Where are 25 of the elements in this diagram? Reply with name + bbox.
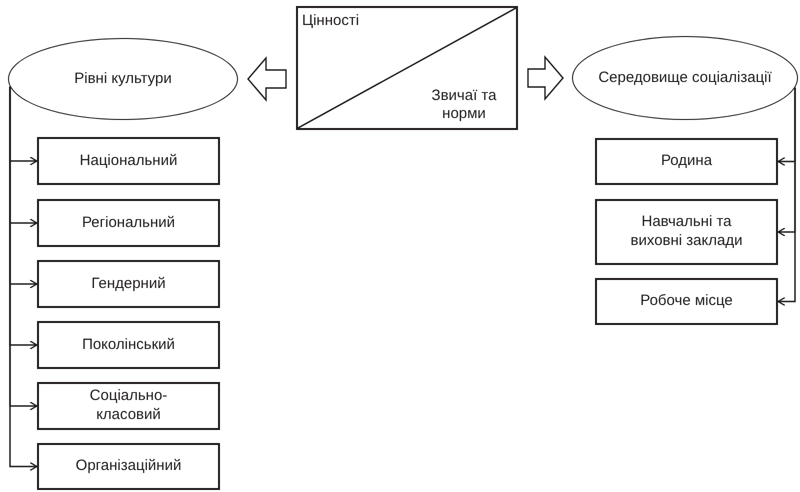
process-box [37, 199, 220, 247]
node-label: Організаційний [76, 457, 182, 476]
node-label: Рівні культури [74, 70, 172, 88]
block-arrow [527, 55, 564, 101]
node-label: Навчальні та виховні заклади [630, 213, 744, 251]
node-label: Поколінський [82, 336, 175, 354]
process-box [595, 278, 778, 325]
node-label: Робоче місце [640, 292, 733, 311]
node-label: Національний [80, 152, 178, 170]
node-label: Середовище соціалізації [598, 68, 772, 88]
process-box [595, 138, 778, 185]
box-text: Цінності [302, 12, 360, 31]
process-box [595, 199, 778, 265]
process-box [37, 260, 220, 308]
box-text: Звичаї та норми [430, 86, 498, 124]
block-arrow [247, 56, 287, 102]
node-label: Регіональний [82, 214, 176, 232]
process-box [37, 321, 220, 369]
node-label: Соціально-класовий [88, 387, 168, 425]
arrow [777, 88, 796, 306]
process-box [37, 137, 220, 185]
process-box [37, 443, 220, 490]
node-label: Гендерний [91, 274, 166, 294]
process-box [37, 382, 220, 430]
node-label: Родина [660, 152, 712, 171]
